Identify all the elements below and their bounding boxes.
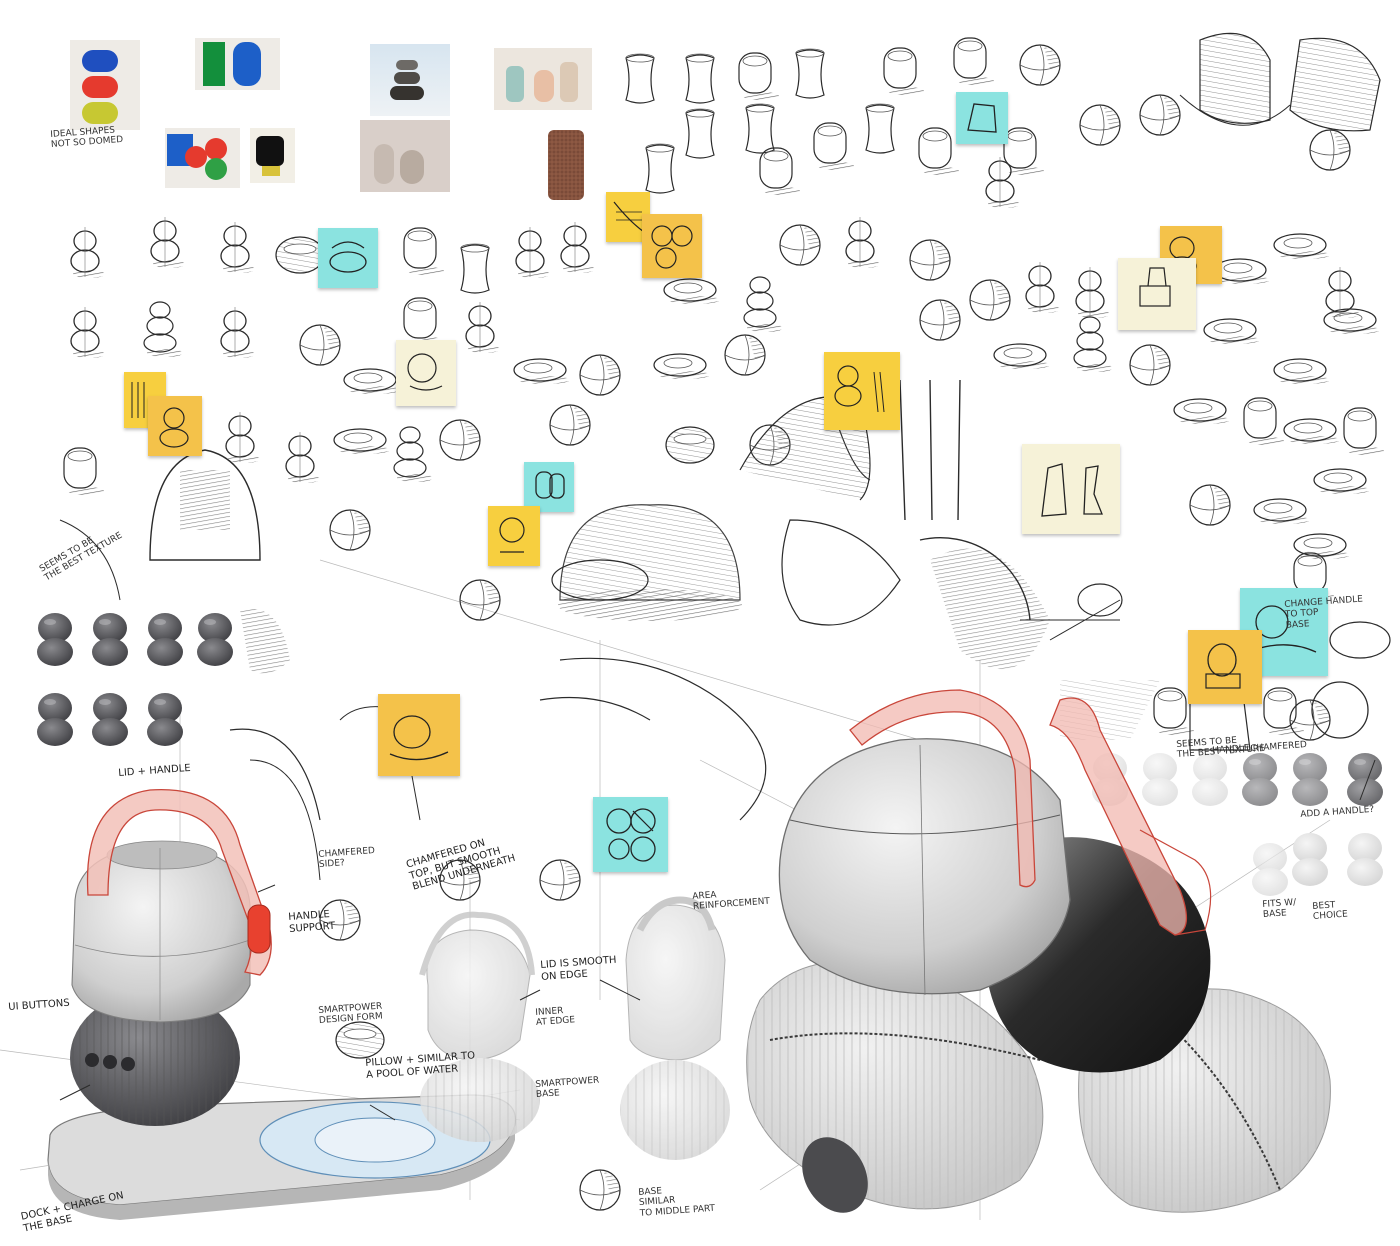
sticky-note-cyan: [956, 92, 1008, 144]
dome-section-studies: [59, 379, 1391, 1211]
centre-ghost-renders: [419, 896, 730, 1160]
sticky-note-cream: [1022, 444, 1120, 534]
sticky-note-orange: [148, 396, 202, 456]
sticky-note-cream: [396, 340, 456, 406]
render-thumb-grid-left: [37, 613, 233, 746]
sticky-note-orange: [1188, 630, 1262, 704]
annotation-chamfered-side: CHAMFERED SIDE?: [318, 846, 376, 871]
color-reference-card-2: [195, 38, 280, 90]
color-reference-card-4: [250, 128, 295, 183]
sticky-note-yellow: [488, 506, 540, 566]
interior-speaker-photo: [360, 120, 450, 192]
annotation-fits-with-base: FITS W/ BASE: [1262, 897, 1297, 921]
hero-render-left: [47, 788, 517, 1220]
sticky-note-cyan: [318, 228, 378, 288]
sketch-row-1: [625, 32, 1381, 209]
sticky-note-orange: [642, 214, 702, 278]
sticky-note-orange: [378, 694, 460, 776]
perforated-speaker-photo: [548, 130, 584, 200]
sticky-note-cyan: [524, 462, 574, 512]
annotation-handle-support: HANDLE SUPPORT: [288, 909, 336, 935]
sticky-note-cream: [1118, 258, 1196, 330]
sticky-note-yellow: [824, 352, 900, 430]
annotation-best-choice: BEST CHOICE: [1312, 900, 1349, 923]
annotation-base-similar: BASE SIMILAR TO MIDDLE PART: [638, 1186, 716, 1219]
hero-render-right: [746, 689, 1331, 1213]
vase-photo: [494, 48, 592, 110]
annotation-inner-edge: INNER AT EDGE: [535, 1006, 576, 1029]
color-reference-card-1: [70, 40, 140, 130]
sticky-note-cyan: [593, 797, 668, 872]
color-reference-card-3: [165, 128, 240, 188]
annotation-change-handle: CHANGE HANDLE TO TOP BASE: [1284, 594, 1364, 631]
stone-balance-photo: [370, 44, 450, 116]
